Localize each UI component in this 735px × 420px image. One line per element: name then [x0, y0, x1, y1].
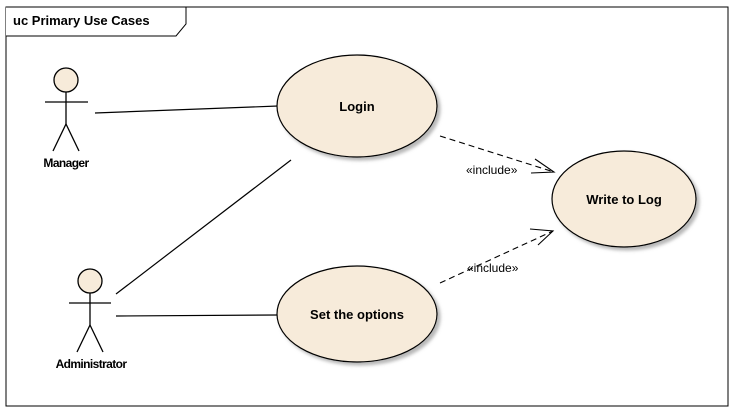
associations [94, 105, 292, 317]
use-case-login[interactable]: Login [276, 54, 438, 158]
diagram-frame: uc Primary Use Cases [5, 6, 729, 407]
actor-administrator-label: Administrator [56, 357, 128, 371]
use-case-write-log-label: Write to Log [586, 192, 662, 207]
include-arrowhead-set-options [529, 228, 555, 246]
association-administrator-set-options [115, 314, 278, 317]
include-line-set-options [439, 230, 554, 284]
use-case-set-options-label: Set the options [310, 307, 404, 322]
actor-manager-label: Manager [43, 156, 89, 170]
include-label-login: «include» [466, 163, 518, 177]
actor-administrator-head [77, 268, 103, 294]
include-label-set-options: «include» [467, 261, 519, 275]
include-dependencies [439, 135, 556, 284]
include-arrowhead-login [530, 158, 556, 174]
use-case-set-options[interactable]: Set the options [276, 265, 438, 363]
association-administrator-login [115, 159, 292, 295]
frame-title: uc Primary Use Cases [13, 13, 150, 28]
use-case-write-log[interactable]: Write to Log [551, 150, 697, 248]
actor-administrator[interactable] [69, 268, 111, 353]
use-case-login-label: Login [339, 99, 374, 114]
actor-manager-head [53, 67, 79, 93]
actor-manager[interactable] [45, 67, 88, 152]
association-manager-login [94, 105, 279, 114]
